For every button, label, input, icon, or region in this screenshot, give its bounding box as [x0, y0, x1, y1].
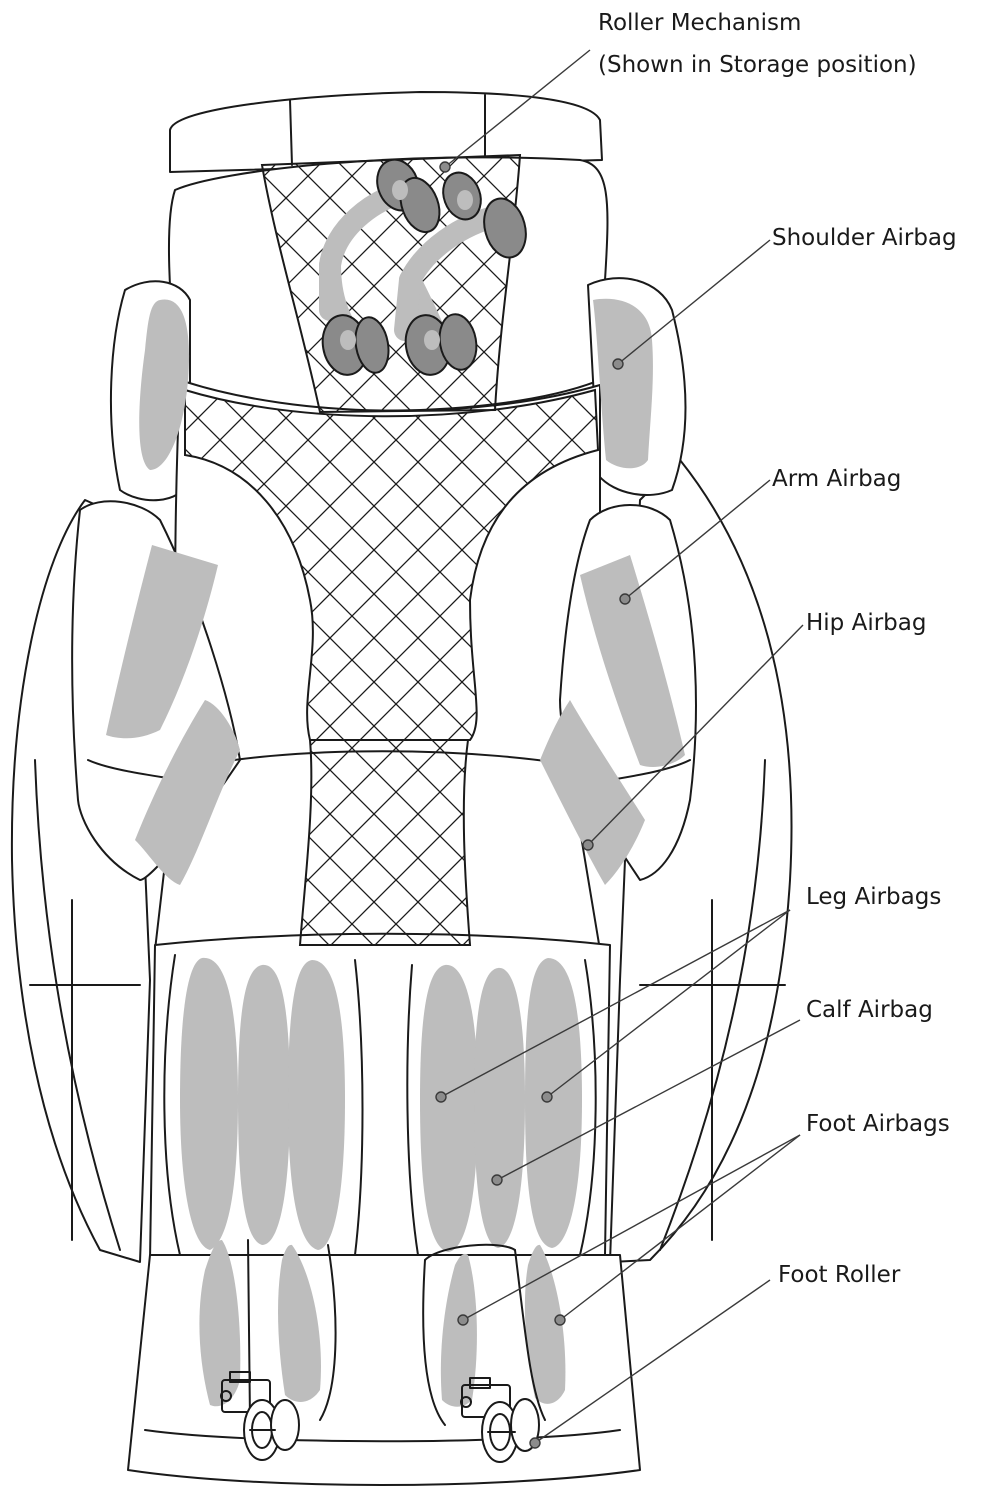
roller-hub-2 [457, 190, 473, 210]
left-leg-airbag-1 [180, 958, 238, 1250]
dot-foot-2 [555, 1315, 565, 1325]
label-foot-roller: Foot Roller [778, 1262, 901, 1288]
label-hip-airbag: Hip Airbag [806, 610, 926, 636]
dot-foot-roller [530, 1438, 540, 1448]
lower-mesh [300, 740, 470, 945]
label-leg-airbags: Leg Airbags [806, 884, 941, 910]
label-calf-airbag: Calf Airbag [806, 997, 933, 1023]
roller-hub-3 [340, 330, 356, 350]
label-arm-airbag: Arm Airbag [772, 466, 901, 492]
left-leg-airbag-3 [288, 960, 345, 1250]
dot-roller [440, 162, 450, 172]
roller-hub-1 [392, 180, 408, 200]
label-shoulder-airbag: Shoulder Airbag [772, 225, 957, 251]
dot-arm [620, 594, 630, 604]
dot-foot-1 [458, 1315, 468, 1325]
roller-hub-4 [424, 330, 440, 350]
right-leg-airbag-3 [525, 958, 582, 1248]
label-roller-mechanism: Roller Mechanism [598, 10, 801, 36]
label-foot-airbags: Foot Airbags [806, 1111, 950, 1137]
dot-calf [492, 1175, 502, 1185]
left-leg-airbag-2 [238, 965, 290, 1245]
dot-leg-1 [436, 1092, 446, 1102]
dot-leg-2 [542, 1092, 552, 1102]
dot-shoulder [613, 359, 623, 369]
roller-bar-b [405, 280, 410, 330]
dot-hip [583, 840, 593, 850]
right-leg-airbag-2 [474, 968, 525, 1248]
label-roller-mechanism-sub: (Shown in Storage position) [598, 52, 917, 78]
right-leg-airbag-1 [420, 965, 478, 1252]
